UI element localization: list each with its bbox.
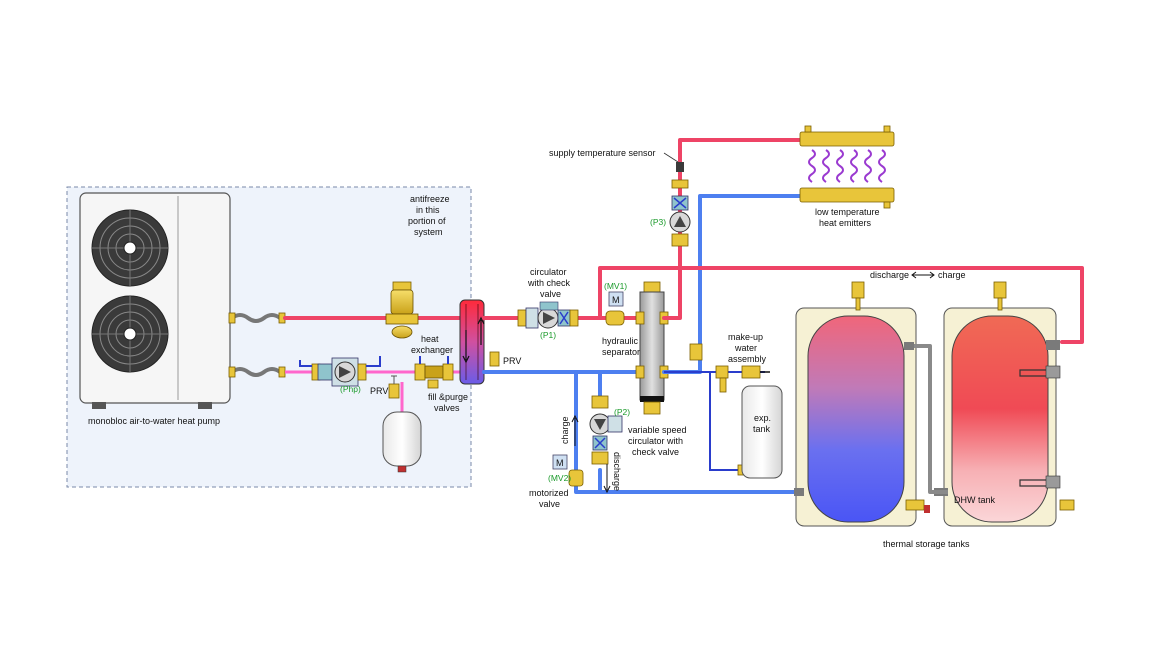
exp-tank-label-2: tank (753, 424, 771, 434)
motorized-label-2: valve (539, 499, 560, 509)
pump-arrow-icon (339, 366, 351, 378)
heat-exchanger-label-1: heat (421, 334, 439, 344)
emitter-loop (864, 149, 872, 183)
heat-exchanger-label-2: exchanger (411, 345, 453, 355)
tag-mv1: (MV1) (604, 281, 627, 291)
flex-connector-top (230, 313, 282, 323)
circulator-p2 (589, 395, 623, 465)
discharge-top-label: discharge (870, 270, 909, 280)
thermal-storage-tank (794, 281, 930, 527)
charge-top-label: charge (938, 270, 966, 280)
antifreeze-exp-tank (382, 411, 422, 473)
union-fitting (228, 312, 236, 324)
union-fitting (228, 366, 236, 378)
tank-link-pipe (914, 344, 948, 494)
antifreeze-label-1: antifreeze (410, 194, 450, 204)
check-valve-icon (594, 437, 606, 449)
fan-bottom-icon (91, 295, 169, 373)
emitters-label-2: heat emitters (819, 218, 872, 228)
motorized-label-1: motorized (529, 488, 569, 498)
hydraulic-label-1: hydraulic (602, 336, 639, 346)
tag-mv2: (MV2) (548, 473, 571, 483)
emitters-label-1: low temperature (815, 207, 880, 217)
prv-right-icon (489, 351, 500, 367)
flex-connector-bottom (230, 367, 282, 377)
storage-return-pipe (574, 370, 802, 494)
var-speed-label-3: check valve (632, 447, 679, 457)
antifreeze-label-2: in this (416, 205, 440, 215)
charge-arrow-icon (571, 414, 579, 446)
coil-icon (1019, 369, 1046, 377)
emitter-manifold (799, 125, 895, 209)
heat-pump (79, 192, 231, 409)
heat-exchanger (459, 299, 485, 385)
heat-pump-label: monobloc air-to-water heat pump (88, 416, 220, 426)
antifreeze-label-4: system (414, 227, 443, 237)
emitter-loop (808, 149, 816, 183)
expansion-tank (741, 385, 783, 479)
emitter-loop (822, 149, 830, 183)
hydraulic-separator (635, 281, 669, 415)
circ-check-label-2: with check (527, 278, 571, 288)
pump-arrow-icon (674, 216, 686, 227)
makeup-exp-pipe (709, 372, 740, 471)
fan-top-icon (91, 209, 169, 287)
union-fitting (278, 366, 286, 378)
exp-tank-label-1: exp. (754, 413, 771, 423)
circ-check-label-3: valve (540, 289, 561, 299)
tag-p3: (P3) (650, 217, 666, 227)
hydraulic-label-2: separator (602, 347, 640, 357)
storage-supply-pipe (598, 266, 1084, 344)
supply-sensor-icon (676, 162, 684, 172)
makeup-label-3: assembly (728, 354, 767, 364)
charge-vertical-label: charge (560, 416, 570, 444)
dhw-tank (934, 281, 1075, 527)
circulator-php (299, 356, 381, 387)
circulator-p1 (517, 301, 579, 329)
tag-p2: (P2) (614, 407, 630, 417)
discharge-vertical-label: discharge (612, 452, 622, 491)
air-separator (385, 281, 419, 339)
double-arrow-icon (911, 271, 935, 279)
makeup-label-2: water (734, 343, 757, 353)
flow-down-arrow-icon (462, 330, 470, 364)
fill-purge-valves (414, 356, 454, 389)
pump-arrow-icon (594, 419, 606, 430)
fill-purge-label-1: fill &purge (428, 392, 468, 402)
flow-up-arrow-icon (477, 316, 485, 345)
fill-purge-label-2: valves (434, 403, 460, 413)
prv-left-icon (388, 375, 400, 399)
coil-icon (1019, 479, 1046, 487)
prv-right-label: PRV (503, 356, 521, 366)
dhw-tank-label: DHW tank (954, 495, 996, 505)
var-speed-label-1: variable speed (628, 425, 687, 435)
pump-arrow-icon (543, 312, 555, 324)
emitter-loop (836, 149, 844, 183)
motorized-valve-mv2: M (552, 454, 584, 487)
prv-left-label: PRV (370, 386, 388, 396)
check-valve-icon (673, 197, 687, 209)
var-speed-label-2: circulator with (628, 436, 683, 446)
antifreeze-label-3: portion of (408, 216, 446, 226)
emitter-loop (850, 149, 858, 183)
circulator-p3 (669, 179, 691, 247)
check-valve-icon (559, 311, 569, 325)
makeup-label-1: make-up (728, 332, 763, 342)
circ-check-label-1: circulator (530, 267, 567, 277)
mv1-motor-icon: M (612, 295, 620, 305)
mv2-motor-icon: M (556, 458, 564, 468)
discharge-arrow-icon (603, 464, 611, 494)
tag-php: (Php) (340, 384, 361, 394)
emitter-loop (878, 149, 886, 183)
motorized-valve-mv1: M (605, 291, 625, 326)
supply-sensor-label: supply temperature sensor (549, 148, 656, 158)
thermal-storage-label: thermal storage tanks (883, 539, 970, 549)
tag-p1: (P1) (540, 330, 556, 340)
